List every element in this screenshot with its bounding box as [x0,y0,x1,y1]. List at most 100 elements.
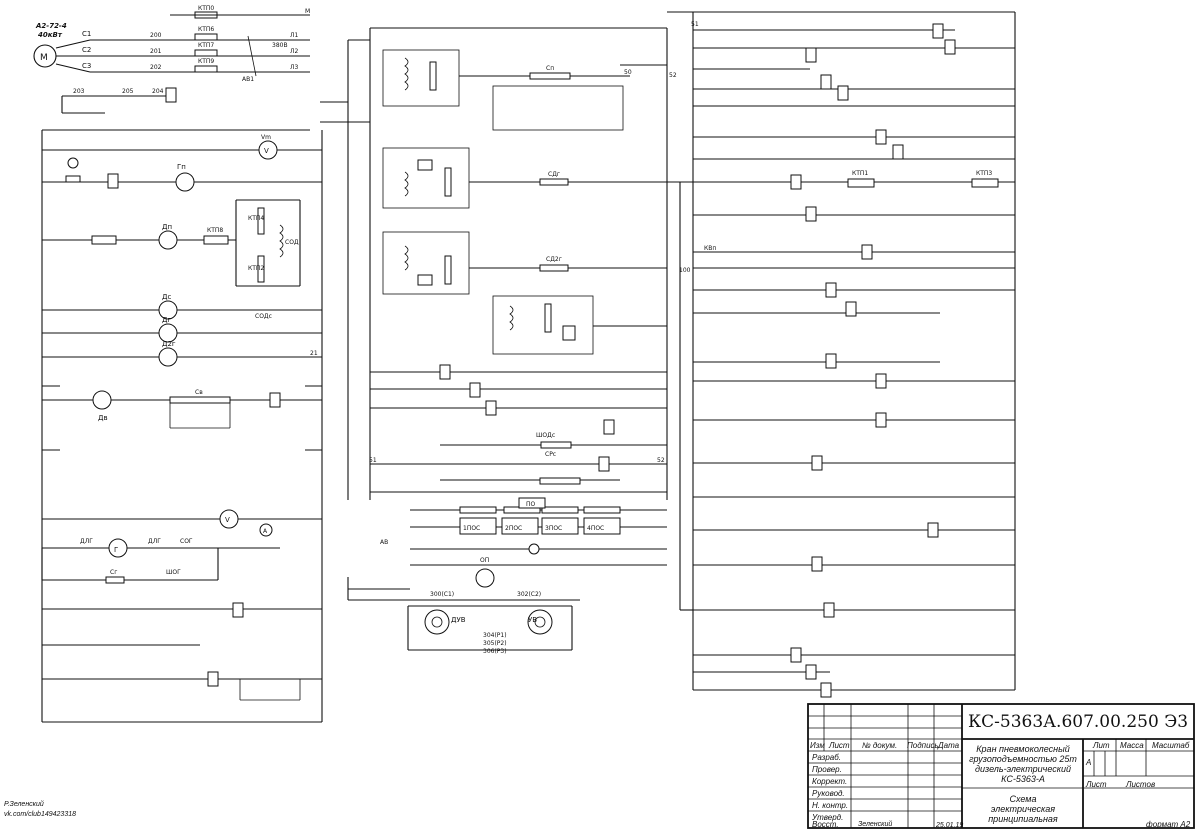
c302-label: 302(С2) [517,591,541,598]
role-nkontr: Н. контр. [812,801,849,810]
designation: КС-5363А.607.00.250 Э3 [968,712,1189,732]
sv-label: Св [195,389,203,396]
c1-label: С1 [82,30,91,38]
format-label: формат А2 [1146,820,1191,829]
role-prover: Провер. [812,765,842,774]
vm-label: Vm [261,134,271,141]
svg-text:200: 200 [150,32,162,39]
title-block-frame [807,703,1195,829]
author-note: Р.Зеленский [4,801,44,808]
motor-label-2: 40кВт [38,31,63,39]
ktp6-label: КТП6 [198,26,214,33]
dv-label: Дв [98,414,108,422]
role-rukovod: Руковод. [812,789,845,798]
node-100-label: 100 [679,267,691,274]
spos4-label: 4ПОС [587,525,604,532]
node-50-label: 50 [624,69,632,76]
lit-label: Лит [1093,741,1110,750]
l2-label: Л2 [290,48,299,55]
lit-value: А [1086,758,1092,767]
product-description: Кран пневмоколесный грузоподъемностью 25… [964,744,1082,784]
src-label: СРс [545,451,556,458]
motor-symbol: М [40,53,48,63]
col-header-date: Дата [938,741,960,750]
c3-label: С3 [82,62,91,70]
generator-symbol: Г [114,546,118,554]
sign-date: 25.01.19 [936,822,964,829]
ktp4-label: КТП4 [248,215,264,222]
shodc-label: ШОДс [536,432,555,439]
dp-label: Дп [162,223,172,231]
dg-label: Дг [162,316,171,324]
left-main-frame: V Vm Гп Дп КТП8 КТП4 КТП2 СОД Дс СОДс Дг [41,129,323,723]
av-label: АВ [380,539,388,546]
ktp2-label: КТП2 [248,265,264,272]
sheet-label: Лист [1086,780,1107,789]
col-header-list: Лист [829,741,850,750]
svg-text:203: 203 [73,88,85,95]
scale-label: Масштаб [1152,741,1190,750]
l3-label: Л3 [290,64,299,71]
center-section: Сп 50 52 СДг СД2г СРс [320,27,677,655]
cdg-label: СДг [548,171,560,178]
breaker-label: АВ1 [242,76,254,83]
c304-label: 304(Р1) [483,632,507,639]
d2g-label: Д2г [162,340,176,348]
ktp9-label: КТП9 [198,58,214,65]
role-korrekt: Коррект. [812,777,848,786]
voltmeter-mid-symbol: V [225,516,230,524]
svg-text:204: 204 [152,88,164,95]
uv-label: УВ [528,616,537,624]
l1-label: Л1 [290,32,299,39]
doc-line-1: Схема [1009,794,1037,804]
sp-label: Сп [546,65,554,72]
svg-text:202: 202 [150,64,162,71]
dlg-label-1: ДЛГ [80,538,93,545]
product-line-3: дизель-электрический [975,764,1071,774]
product-line-2: грузоподъемностью 25т [969,754,1077,764]
role-utverd: Утверд. [812,813,844,822]
role-vosst: Восст. [812,820,839,829]
sog-label: СОГ [180,538,193,545]
dc-label: Дс [162,293,171,301]
svg-text:21: 21 [310,350,318,357]
spos2-label: 2ПОС [505,525,522,532]
mass-label: Масса [1120,741,1144,750]
m-label: М [305,8,310,15]
po-label: ПО [526,501,536,508]
motor-label-1: А2-72-4 [35,22,67,30]
col-header-sign: Подпись [907,741,939,750]
right-section: 51 100 КТП1 КТП3 КВп [667,11,1016,698]
kv-label: КВп [704,245,716,252]
doc-line-2: электрическая [990,804,1056,814]
motor-power-section: М А2-72-4 40кВт С1 С2 С3 200 201 202 КТП… [33,5,310,114]
c305-label: 305(Р2) [483,640,507,647]
sod-label: СОД [285,239,299,246]
voltage-label: 380В [272,42,288,49]
cd2g-label: СД2г [546,256,562,263]
col-header-doc: № докум. [862,741,898,750]
sheets-label: Листов [1126,780,1156,789]
spos1-label: 1ПОС [463,525,480,532]
svg-text:201: 201 [150,48,162,55]
product-line-4: КС-5363-А [1001,774,1045,784]
shog-label: ШОГ [166,569,181,576]
ktp3-label: КТП3 [976,170,992,177]
svg-text:205: 205 [122,88,134,95]
node-52-label-top: 52 [669,72,677,79]
author-link: vk.com/club149423318 [4,811,76,818]
col-header-izm: Изм [810,741,825,750]
spos3-label: 3ПОС [545,525,562,532]
voltmeter-top-symbol: V [264,147,269,155]
document-description: Схема электрическая принципиальная [964,794,1082,824]
signer-name: Зеленский [858,821,893,828]
c306-label: 306(Р3) [483,648,507,655]
sodc-label: СОДс [255,313,272,320]
ktp8-label: КТП8 [207,227,223,234]
ammeter-bottom-symbol: A [263,528,268,535]
role-razrab: Разраб. [812,753,841,762]
c2-label: С2 [82,46,91,54]
op-label: ОП [480,557,489,564]
c300-label: 300(С1) [430,591,454,598]
